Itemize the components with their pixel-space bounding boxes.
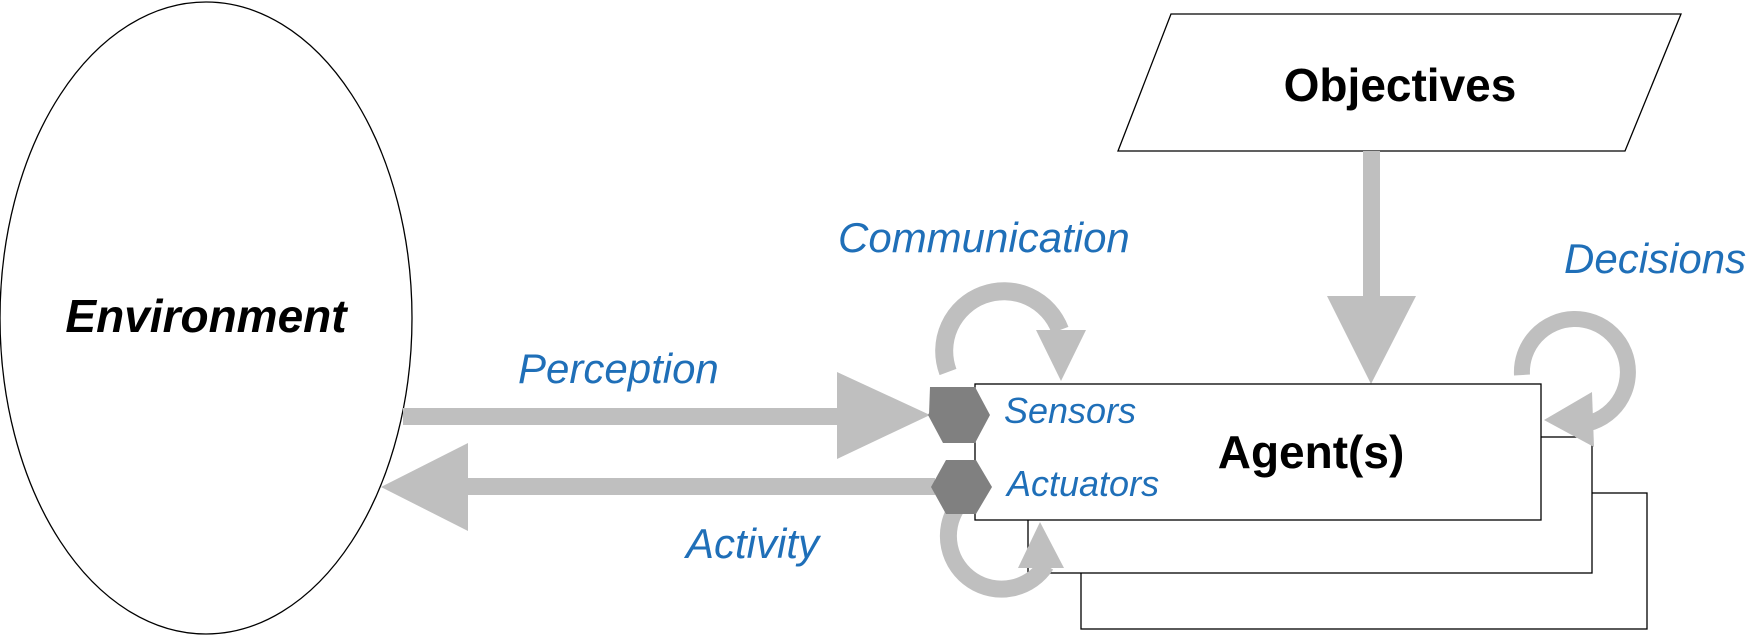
agent-box-front bbox=[974, 383, 1542, 521]
agents-label: Agent(s) bbox=[1218, 426, 1405, 478]
decisions-label: Decisions bbox=[1564, 235, 1746, 282]
activity-loop-arrow bbox=[939, 502, 1064, 598]
communication-label: Communication bbox=[838, 214, 1130, 261]
perception-label: Perception bbox=[518, 345, 719, 392]
activity-label: Activity bbox=[683, 520, 822, 567]
perception-arrow bbox=[403, 372, 930, 459]
objectives-label: Objectives bbox=[1284, 59, 1517, 111]
objectives-arrow bbox=[1327, 151, 1416, 384]
actuators-label: Actuators bbox=[1005, 463, 1159, 504]
actuators-hexagon bbox=[931, 460, 992, 514]
communication-loop-arrow bbox=[935, 282, 1086, 381]
environment-ellipse bbox=[0, 1, 413, 635]
environment-label: Environment bbox=[65, 290, 348, 342]
sensors-hexagon bbox=[928, 387, 990, 443]
objectives-parallelogram bbox=[1117, 13, 1682, 152]
sensors-label: Sensors bbox=[1004, 390, 1136, 431]
decisions-loop-arrow bbox=[1513, 311, 1636, 447]
activity-arrow bbox=[381, 443, 935, 531]
